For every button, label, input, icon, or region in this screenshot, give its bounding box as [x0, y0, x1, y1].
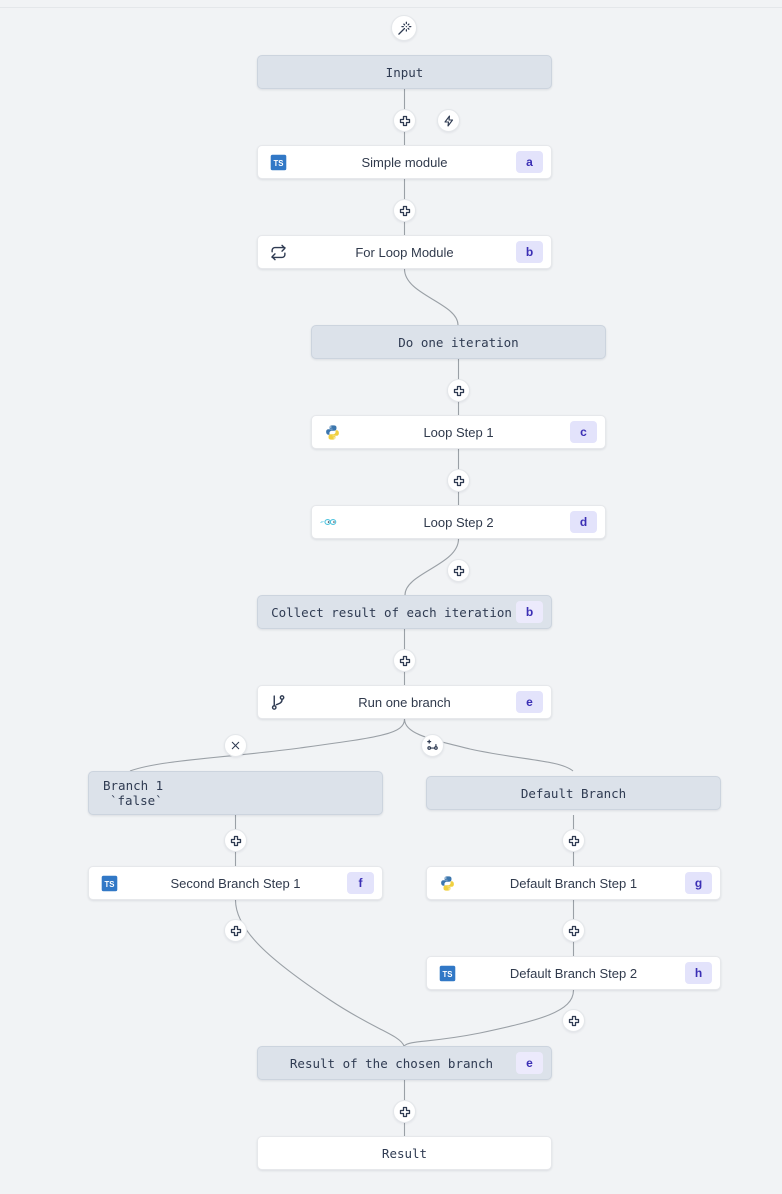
add-step-button-after-collect-result[interactable] [393, 649, 416, 672]
plus-icon [568, 925, 580, 937]
node-default-branch[interactable]: Default Branch [426, 776, 721, 810]
typescript-icon: TS [100, 874, 118, 892]
node-second-branch-step-1[interactable]: TS Second Branch Step 1 f [88, 866, 383, 900]
add-step-button-after-do-one-iteration[interactable] [447, 379, 470, 402]
loop-icon [269, 243, 287, 261]
node-result-of-chosen-branch[interactable]: Result of the chosen branch e [257, 1046, 552, 1080]
node-branch-1-label-line1: Branch 1 [103, 778, 164, 793]
plus-icon [399, 115, 411, 127]
svg-text:TS: TS [273, 159, 283, 168]
plus-icon [399, 1106, 411, 1118]
node-loop-step-2[interactable]: Loop Step 2 d [311, 505, 606, 539]
plus-icon [568, 835, 580, 847]
add-branch-icon [426, 739, 440, 753]
node-default-branch-label: Default Branch [520, 785, 627, 801]
magic-wand-button[interactable] [391, 15, 417, 41]
node-second-branch-step-1-label: Second Branch Step 1 [170, 875, 301, 891]
node-result[interactable]: Result [257, 1136, 552, 1170]
node-loop-step-2-label: Loop Step 2 [423, 514, 494, 530]
node-simple-module-label: Simple module [361, 154, 448, 170]
magic-wand-icon [397, 21, 412, 36]
plus-icon [230, 835, 242, 847]
svg-text:TS: TS [442, 970, 452, 979]
trigger-button[interactable] [437, 109, 460, 132]
add-step-button-after-default-branch-step-1[interactable] [562, 919, 585, 942]
plus-icon [568, 1015, 580, 1027]
python-icon [323, 423, 341, 441]
node-result-of-chosen-branch-badge: e [516, 1052, 543, 1074]
svg-text:TS: TS [104, 880, 114, 889]
node-collect-result[interactable]: Collect result of each iteration b [257, 595, 552, 629]
node-for-loop-module-badge: b [516, 241, 543, 263]
node-default-branch-step-1-label: Default Branch Step 1 [509, 875, 638, 891]
node-default-branch-step-2[interactable]: TS Default Branch Step 2 h [426, 956, 721, 990]
node-loop-step-2-badge: d [570, 511, 597, 533]
node-loop-step-1-label: Loop Step 1 [423, 424, 494, 440]
node-for-loop-module-label: For Loop Module [355, 244, 454, 260]
add-branch-button[interactable] [421, 734, 444, 757]
go-icon [320, 513, 338, 531]
add-step-button-after-default-branch[interactable] [562, 829, 585, 852]
delete-branch-button[interactable] [224, 734, 247, 757]
plus-icon [399, 655, 411, 667]
python-icon [438, 874, 456, 892]
node-branch-1-label-line2: `false` [110, 793, 163, 808]
node-branch-1[interactable]: Branch 1 `false` [88, 771, 383, 815]
node-loop-step-1-badge: c [570, 421, 597, 443]
node-default-branch-step-1[interactable]: Default Branch Step 1 g [426, 866, 721, 900]
add-step-button-after-result-of-chosen-branch[interactable] [393, 1100, 416, 1123]
add-step-button-after-simple-module[interactable] [393, 199, 416, 222]
node-default-branch-step-2-label: Default Branch Step 2 [509, 965, 638, 981]
node-do-one-iteration-label: Do one iteration [398, 334, 519, 350]
plus-icon [453, 385, 465, 397]
node-simple-module[interactable]: TS Simple module a [257, 145, 552, 179]
add-step-button-after-loop-step-1[interactable] [447, 469, 470, 492]
add-step-button-after-loop-step-2[interactable] [447, 559, 470, 582]
plus-icon [230, 925, 242, 937]
add-step-button-after-second-branch-step-1[interactable] [224, 919, 247, 942]
typescript-icon: TS [269, 153, 287, 171]
node-run-one-branch-label: Run one branch [358, 694, 451, 710]
node-collect-result-badge: b [516, 601, 543, 623]
close-icon [230, 740, 241, 751]
node-for-loop-module[interactable]: For Loop Module b [257, 235, 552, 269]
add-step-button-input[interactable] [393, 109, 416, 132]
plus-icon [399, 205, 411, 217]
node-run-one-branch-badge: e [516, 691, 543, 713]
node-simple-module-badge: a [516, 151, 543, 173]
plus-icon [453, 475, 465, 487]
node-input-label: Input [385, 64, 424, 80]
plus-icon [453, 565, 465, 577]
node-do-one-iteration[interactable]: Do one iteration [311, 325, 606, 359]
node-result-of-chosen-branch-label: Result of the chosen branch [289, 1055, 494, 1071]
node-result-label: Result [381, 1145, 428, 1161]
branch-icon [269, 693, 287, 711]
add-step-button-after-branch-1[interactable] [224, 829, 247, 852]
node-run-one-branch[interactable]: Run one branch e [257, 685, 552, 719]
add-step-button-after-default-branch-step-2[interactable] [562, 1009, 585, 1032]
node-default-branch-step-1-badge: g [685, 872, 712, 894]
node-second-branch-step-1-badge: f [347, 872, 374, 894]
lightning-icon [443, 114, 455, 127]
typescript-icon: TS [438, 964, 456, 982]
node-input[interactable]: Input [257, 55, 552, 89]
top-divider [0, 7, 782, 8]
node-collect-result-label: Collect result of each iteration [271, 604, 512, 620]
node-default-branch-step-2-badge: h [685, 962, 712, 984]
node-loop-step-1[interactable]: Loop Step 1 c [311, 415, 606, 449]
